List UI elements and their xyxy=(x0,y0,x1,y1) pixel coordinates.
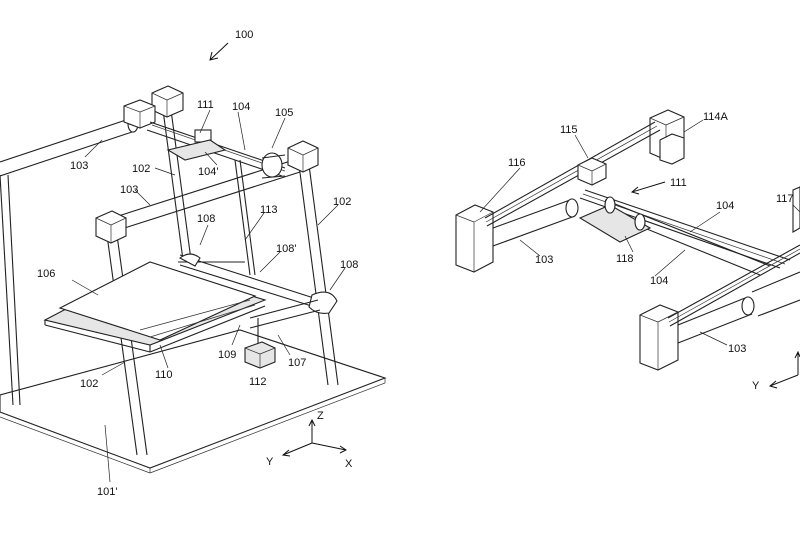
vertical-posts xyxy=(0,109,339,456)
label-107: 107 xyxy=(288,357,306,369)
axis-y-label-right: Y xyxy=(752,380,760,392)
lower-frame xyxy=(178,253,338,329)
cylinders xyxy=(492,198,800,344)
label-108-prime: 108' xyxy=(276,243,296,255)
right-figure: 115 114A 116 111 104 117 103 118 104 103… xyxy=(455,109,800,392)
left-labels: 100 111 104 105 103 102 104' 103 108 113… xyxy=(37,29,358,498)
label-108-c: 108 xyxy=(340,259,358,271)
end-block-116 xyxy=(455,204,494,273)
label-101-prime: 101' xyxy=(97,486,117,498)
label-118: 118 xyxy=(616,253,634,265)
label-113: 113 xyxy=(260,204,278,216)
left-figure: 100 111 104 105 103 102 104' 103 108 113… xyxy=(0,29,387,498)
plate-118 xyxy=(578,196,652,243)
arrow-111 xyxy=(630,181,666,195)
label-104: 104 xyxy=(716,200,734,212)
label-106: 106 xyxy=(37,268,55,280)
label-104: 104 xyxy=(232,101,250,113)
axis-y-label: Y xyxy=(266,456,274,468)
corner-blocks xyxy=(95,85,319,244)
axis-x-label: X xyxy=(345,458,353,470)
label-114A: 114A xyxy=(703,111,729,123)
label-111: 111 xyxy=(197,99,214,111)
label-108: 108 xyxy=(197,213,215,225)
label-103: 103 xyxy=(535,254,553,266)
right-leaders xyxy=(479,119,800,346)
carriage-rails xyxy=(146,121,286,179)
axis-z-label: Z xyxy=(317,410,324,422)
label-103-b: 103 xyxy=(120,184,138,196)
label-116: 116 xyxy=(508,157,526,169)
label-105: 105 xyxy=(275,107,293,119)
right-labels: 115 114A 116 111 104 117 103 118 104 103 xyxy=(508,111,794,355)
label-109: 109 xyxy=(218,349,236,361)
label-117: 117 xyxy=(776,193,794,205)
label-111: 111 xyxy=(670,177,687,189)
carriage-115 xyxy=(577,157,607,186)
left-axes-indicator: Z Y X xyxy=(266,410,353,470)
base-plate xyxy=(0,329,387,469)
label-103: 103 xyxy=(70,160,88,172)
label-115: 115 xyxy=(560,124,578,136)
build-platform xyxy=(43,261,267,353)
label-102-c: 102 xyxy=(80,378,98,390)
end-block-front xyxy=(639,304,679,371)
label-100: 100 xyxy=(235,29,253,41)
end-block-114A xyxy=(649,109,685,165)
label-110: 110 xyxy=(155,369,173,381)
label-102-b: 102 xyxy=(333,196,351,208)
arrow-100 xyxy=(209,42,229,61)
nozzle-block xyxy=(244,318,276,369)
label-102: 102 xyxy=(132,163,150,175)
label-104-b: 104 xyxy=(650,275,668,287)
left-leaders xyxy=(71,109,346,483)
label-104-prime: 104' xyxy=(198,166,218,178)
label-112: 112 xyxy=(249,376,267,388)
label-103-b: 103 xyxy=(728,343,746,355)
right-axes-indicator: Y xyxy=(752,350,800,392)
